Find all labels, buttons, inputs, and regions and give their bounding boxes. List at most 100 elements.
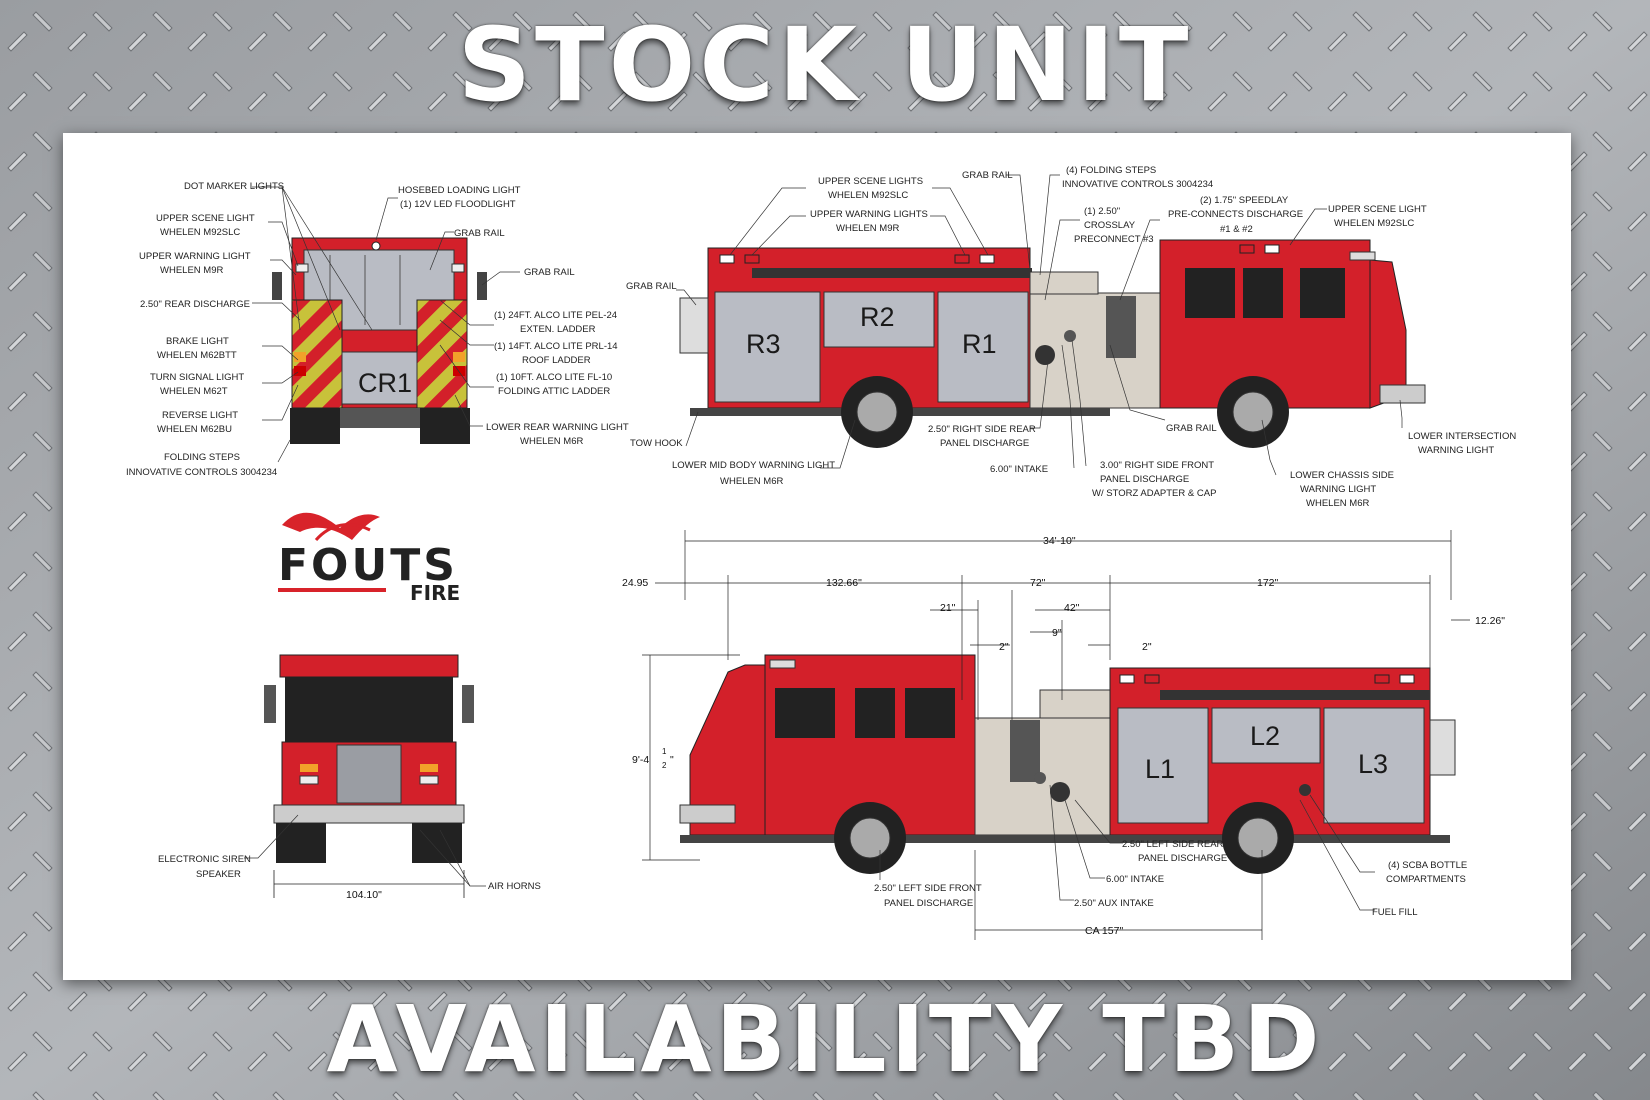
callout-tow-hook: TOW HOOK bbox=[630, 438, 683, 449]
callout-grab-rail-top: GRAB RAIL bbox=[962, 170, 1013, 181]
callout-scba-compartments: COMPARTMENTS bbox=[1386, 874, 1466, 885]
logo-sub: FIRE bbox=[410, 581, 460, 605]
callout-preconnects-numbers: #1 & #2 bbox=[1220, 224, 1253, 235]
callout-right-front-discharge-2: PANEL DISCHARGE bbox=[1100, 474, 1189, 485]
callout-lower-intersection: LOWER INTERSECTION bbox=[1408, 431, 1516, 442]
callout-right-rear-discharge-2: PANEL DISCHARGE bbox=[940, 438, 1029, 449]
compartment-r3: R3 bbox=[746, 329, 781, 359]
compartment-l1: L1 bbox=[1145, 754, 1175, 784]
callout-upper-scene-lights-model: WHELEN M92SLC bbox=[828, 190, 908, 201]
dim-height-unit: " bbox=[670, 754, 674, 766]
callout-scba-bottle: (4) SCBA BOTTLE bbox=[1388, 860, 1467, 871]
callout-folding-steps: FOLDING STEPS bbox=[164, 452, 240, 463]
right-side-view: R3 R2 R1 bbox=[679, 239, 1426, 448]
left-side-dimensions bbox=[642, 530, 1470, 940]
dim-2b: 2" bbox=[1142, 641, 1152, 653]
callout-ladder-24-type: EXTEN. LADDER bbox=[520, 324, 596, 335]
callout-lower-chassis-2: WARNING LIGHT bbox=[1300, 484, 1376, 495]
callout-lower-chassis-model: WHELEN M6R bbox=[1306, 498, 1369, 509]
front-view: 104.10" bbox=[264, 654, 474, 901]
callout-left-front-discharge-2: PANEL DISCHARGE bbox=[884, 898, 973, 909]
logo-name: FOUTS bbox=[278, 540, 458, 591]
dim-height-num: 1 bbox=[662, 747, 667, 756]
callout-brake-model: WHELEN M62BTT bbox=[157, 350, 237, 361]
dim-body: 172" bbox=[1257, 577, 1279, 589]
compartment-r2: R2 bbox=[860, 302, 895, 332]
fouts-fire-logo: FOUTS FIRE bbox=[278, 512, 460, 605]
compartment-r1: R1 bbox=[962, 329, 997, 359]
left-side-view: L1 L2 L3 bbox=[679, 654, 1456, 874]
callout-air-horns: AIR HORNS bbox=[488, 881, 541, 892]
right-side-callouts: UPPER SCENE LIGHTS WHELEN M92SLC UPPER W… bbox=[626, 165, 1516, 509]
callout-intake-left: 6.00" INTAKE bbox=[1106, 874, 1164, 885]
dim-height-den: 2 bbox=[662, 761, 667, 770]
callout-ladder-14-type: ROOF LADDER bbox=[522, 355, 591, 366]
compartment-cr1 bbox=[341, 351, 418, 405]
callout-ladder-14: (1) 14FT. ALCO LITE PRL-14 bbox=[494, 341, 618, 352]
front-width-dim: 104.10" bbox=[346, 889, 382, 901]
callout-grab-rail-rear: GRAB RAIL bbox=[626, 281, 677, 292]
callout-lower-intersection-2: WARNING LIGHT bbox=[1418, 445, 1494, 456]
callout-brake-light: BRAKE LIGHT bbox=[166, 336, 229, 347]
callout-ladder-10: (1) 10FT. ALCO LITE FL-10 bbox=[496, 372, 612, 383]
callout-upper-warning-lights: UPPER WARNING LIGHTS bbox=[810, 209, 928, 220]
callout-folding-steps-model: INNOVATIVE CONTROLS 3004234 bbox=[126, 467, 277, 478]
callout-lower-mid-body-model: WHELEN M6R bbox=[720, 476, 783, 487]
dim-42: 42" bbox=[1064, 602, 1080, 614]
callout-storz-adapter: W/ STORZ ADAPTER & CAP bbox=[1092, 488, 1216, 499]
compartment-cr1-label: CR1 bbox=[358, 368, 412, 398]
callout-ladder-24: (1) 24FT. ALCO LITE PEL-24 bbox=[494, 310, 617, 321]
rear-view-leaders bbox=[252, 186, 520, 463]
left-side-callouts: 2.50" LEFT SIDE REAR PANEL DISCHARGE 6.0… bbox=[874, 839, 1467, 918]
callout-upper-warning-model: WHELEN M9R bbox=[160, 265, 223, 276]
callout-speedlay: (2) 1.75" SPEEDLAY bbox=[1200, 195, 1289, 206]
callout-reverse-light: REVERSE LIGHT bbox=[162, 410, 238, 421]
banner-title: STOCK UNIT bbox=[457, 6, 1193, 125]
callout-turn-model: WHELEN M62T bbox=[160, 386, 228, 397]
callout-reverse-model: WHELEN M62BU bbox=[157, 424, 232, 435]
callout-siren-speaker: SPEAKER bbox=[196, 869, 241, 880]
dim-rear: 12.26" bbox=[1475, 615, 1505, 627]
dim-overall: 34'-10" bbox=[1043, 535, 1076, 547]
compartment-l2: L2 bbox=[1250, 721, 1280, 751]
rear-view-callouts: DOT MARKER LIGHTS UPPER SCENE LIGHT WHEL… bbox=[126, 181, 629, 478]
callout-right-front-discharge: 3.00" RIGHT SIDE FRONT bbox=[1100, 460, 1214, 471]
dim-9: 9" bbox=[1052, 627, 1062, 639]
spec-sheet: CR1 DOT MARKER LIGHTS UPPER SCENE LIGHT … bbox=[63, 133, 1571, 980]
callout-upper-warning-lights-model: WHELEN M9R bbox=[836, 223, 899, 234]
callout-preconnects-discharge: PRE-CONNECTS DISCHARGE bbox=[1168, 209, 1303, 220]
left-side-leaders bbox=[879, 784, 1375, 911]
callout-upper-scene-lights: UPPER SCENE LIGHTS bbox=[818, 176, 923, 187]
dim-pump: 72" bbox=[1030, 577, 1046, 589]
callout-ladder-10-type: FOLDING ATTIC LADDER bbox=[498, 386, 610, 397]
callout-hosebed-light: HOSEBED LOADING LIGHT bbox=[398, 185, 521, 196]
dim-height: 9'-4 bbox=[632, 754, 649, 766]
callout-lower-chassis: LOWER CHASSIS SIDE bbox=[1290, 470, 1394, 481]
callout-left-front-discharge: 2.50" LEFT SIDE FRONT bbox=[874, 883, 982, 894]
callout-siren: ELECTRONIC SIREN bbox=[158, 854, 251, 865]
callout-upper-scene-model: WHELEN M92SLC bbox=[160, 227, 240, 238]
callout-grab-rail-pump: GRAB RAIL bbox=[1166, 423, 1217, 434]
callout-upper-scene-light-cab-model: WHELEN M92SLC bbox=[1334, 218, 1414, 229]
rear-view: CR1 bbox=[272, 237, 487, 444]
dim-ca: CA 157" bbox=[1085, 925, 1123, 937]
right-side-leaders bbox=[676, 174, 1403, 476]
callout-hosebed-model: (1) 12V LED FLOODLIGHT bbox=[400, 199, 516, 210]
callout-upper-scene: UPPER SCENE LIGHT bbox=[156, 213, 255, 224]
spec-drawing: CR1 DOT MARKER LIGHTS UPPER SCENE LIGHT … bbox=[126, 165, 1516, 940]
callout-dot-marker: DOT MARKER LIGHTS bbox=[184, 181, 284, 192]
callout-folding-steps-4: (4) FOLDING STEPS bbox=[1066, 165, 1156, 176]
callout-aux-intake: 2.50" AUX INTAKE bbox=[1074, 898, 1154, 909]
callout-grab-rail-2: GRAB RAIL bbox=[524, 267, 575, 278]
dim-front: 24.95 bbox=[622, 577, 648, 589]
callout-crosslay-size: (1) 2.50" bbox=[1084, 206, 1120, 217]
callout-lower-mid-body: LOWER MID BODY WARNING LIGHT bbox=[672, 460, 835, 471]
callout-upper-warning: UPPER WARNING LIGHT bbox=[139, 251, 251, 262]
callout-intake-right: 6.00" INTAKE bbox=[990, 464, 1048, 475]
dim-cab: 132.66" bbox=[826, 577, 862, 589]
callout-fuel-fill: FUEL FILL bbox=[1372, 907, 1418, 918]
callout-crosslay: CROSSLAY bbox=[1084, 220, 1136, 231]
callout-rear-discharge: 2.50" REAR DISCHARGE bbox=[140, 299, 250, 310]
callout-turn-signal: TURN SIGNAL LIGHT bbox=[150, 372, 244, 383]
dim-21: 21" bbox=[940, 602, 956, 614]
